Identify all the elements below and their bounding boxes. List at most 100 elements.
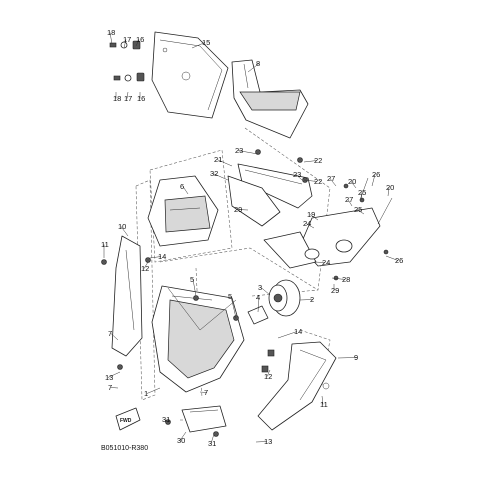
leader-line — [266, 369, 271, 377]
callout-number: 20 — [386, 183, 394, 192]
leader-line — [199, 391, 208, 393]
leader-line — [230, 296, 237, 319]
callout-number: 7 — [108, 329, 112, 338]
callout-number: 30 — [177, 436, 185, 445]
callout-number: 6 — [180, 182, 184, 191]
leader-line — [236, 209, 249, 211]
diagram-code: B051010-R380 — [101, 445, 148, 452]
callout-number: 13 — [264, 437, 272, 446]
callout-number: 15 — [202, 38, 210, 47]
callout-number: 14 — [294, 327, 302, 336]
callout-number: 20 — [348, 177, 356, 186]
callout-number: 21 — [214, 155, 222, 164]
bottom-bracket-part — [165, 405, 227, 437]
callout-number: 4 — [256, 293, 260, 302]
leader-line — [313, 261, 326, 263]
callout-number: 22 — [314, 156, 322, 165]
callout-number: 17 — [123, 35, 131, 44]
callout-number: 5 — [228, 292, 232, 301]
leader-line — [387, 187, 390, 197]
leader-line — [255, 441, 268, 443]
bracket-assembly-right — [263, 177, 393, 281]
callout-number: 25 — [354, 205, 362, 214]
callout-number: 26 — [372, 170, 380, 179]
leader-line — [110, 333, 119, 341]
leader-line — [360, 192, 363, 201]
leader-line — [247, 63, 260, 73]
callout-number: 11 — [101, 240, 109, 249]
callout-number: 19 — [307, 210, 315, 219]
fastener-set-upper — [109, 40, 145, 82]
callout-number: 29 — [234, 205, 242, 214]
callout-number: 12 — [141, 264, 149, 273]
leader-line — [212, 173, 229, 181]
leader-line — [385, 255, 399, 261]
callout-number: 31 — [208, 439, 216, 448]
leader-line — [356, 209, 365, 215]
callout-number: 7 — [204, 388, 208, 397]
callout-number: 27 — [345, 195, 353, 204]
leader-line — [146, 387, 161, 394]
callout-number: 22 — [314, 177, 322, 186]
callout-number: 27 — [327, 174, 335, 183]
callout-number: 1 — [144, 389, 148, 398]
leader-line — [257, 297, 260, 313]
leader-line — [192, 279, 197, 297]
leader-line — [179, 431, 187, 441]
leader-line — [303, 179, 318, 182]
leader-line — [191, 42, 206, 49]
bracket-part — [231, 59, 309, 139]
callout-number: 9 — [354, 353, 358, 362]
windshield-part — [151, 31, 229, 119]
callout-number: 26 — [395, 256, 403, 265]
leader-line — [350, 181, 357, 189]
callout-number: 32 — [210, 169, 218, 178]
callout-number: 18 — [107, 28, 115, 37]
leader-line — [210, 433, 215, 444]
leader-line — [110, 387, 119, 389]
leader-line — [371, 174, 376, 187]
callout-number: 8 — [256, 59, 260, 68]
callout-number: 2 — [310, 295, 314, 304]
leader-line — [260, 287, 271, 296]
callout-number: 29 — [331, 286, 339, 295]
leader-line — [216, 159, 233, 167]
leader-line — [120, 226, 129, 237]
leader-line — [143, 261, 149, 269]
callout-labels: 1234556777891011111212131314141516161717… — [101, 28, 403, 448]
leader-line — [149, 256, 162, 259]
leader-line — [303, 160, 318, 163]
bulb-socket-part — [193, 279, 301, 325]
callout-number: 14 — [158, 252, 166, 261]
leader-line — [164, 419, 169, 423]
callout-number: 23 — [235, 146, 243, 155]
leader-line — [305, 223, 315, 229]
lower-cover-part — [257, 341, 337, 431]
fwd-arrow-icon: FWD — [115, 407, 141, 431]
leader-line — [237, 150, 259, 155]
leader-line — [331, 277, 346, 280]
callout-number: 16 — [137, 94, 145, 103]
leader-line — [337, 357, 358, 359]
callout-number: 24 — [303, 219, 311, 228]
leader-line — [295, 174, 303, 181]
leader-line — [309, 214, 319, 221]
fwd-label: FWD — [120, 418, 132, 424]
headlight-cowl-part — [151, 285, 245, 393]
leader-line — [135, 39, 140, 47]
callout-number: 31 — [162, 415, 170, 424]
callout-number: 11 — [320, 400, 328, 409]
leader-line — [107, 371, 121, 378]
callout-number: 3 — [258, 283, 262, 292]
leader-line — [109, 32, 113, 45]
leader-line — [299, 299, 314, 301]
callout-number: 17 — [124, 94, 132, 103]
callout-number: 23 — [293, 170, 301, 179]
leader-line — [123, 39, 127, 49]
callout-number: 5 — [190, 275, 194, 284]
callout-number: 10 — [118, 222, 126, 231]
headlight-stay-part — [227, 149, 313, 227]
leader-line — [329, 178, 337, 187]
side-cover-part — [101, 235, 151, 370]
